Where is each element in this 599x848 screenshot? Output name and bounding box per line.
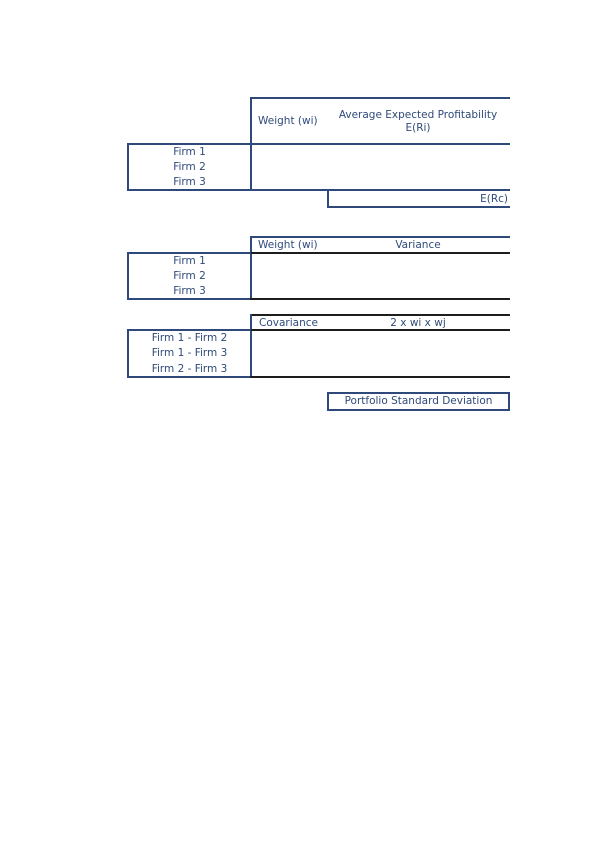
header-left-border — [250, 97, 252, 145]
header-left-border — [250, 236, 252, 300]
header-top-border — [250, 314, 510, 316]
profitability-column-subheader: E(Ri) — [405, 122, 431, 134]
variance-column-header: Variance — [395, 239, 441, 251]
firm-box-left-border — [127, 252, 129, 300]
result-box-left-border — [327, 189, 329, 208]
firm-pair-row-label: Firm 1 - Firm 2 — [151, 332, 228, 344]
portfolio-std-dev-box: Portfolio Standard Deviation — [327, 392, 510, 411]
firm-row-label: Firm 2 — [173, 161, 206, 173]
table-bottom-border — [250, 298, 510, 300]
firm-row-label: Firm 3 — [173, 285, 206, 297]
header-bottom-border — [250, 252, 510, 254]
firm-pair-row-label: Firm 2 - Firm 3 — [151, 363, 228, 375]
header-top-border — [250, 97, 510, 99]
firm-row-label: Firm 3 — [173, 176, 206, 188]
profitability-column-header: Average Expected Profitability — [338, 109, 498, 121]
weight-column-header: Weight (wi) — [258, 115, 318, 127]
header-bottom-border — [127, 143, 510, 145]
portfolio-std-dev-label: Portfolio Standard Deviation — [344, 395, 493, 407]
firm-box-bottom-border — [127, 189, 510, 191]
firm-box-left-border — [127, 143, 129, 191]
header-left-border — [250, 314, 252, 378]
firm-box-bottom-border — [127, 298, 251, 300]
factor-column-header: 2 x wi x wj — [390, 317, 446, 329]
firm-row-label: Firm 1 — [173, 255, 206, 267]
header-bottom-border — [250, 329, 510, 331]
weight-column-header: Weight (wi) — [258, 239, 318, 251]
firm-box-top-border — [127, 252, 251, 254]
firm-pair-row-label: Firm 1 - Firm 3 — [151, 347, 228, 359]
firm-box-top-border — [127, 329, 251, 331]
table-bottom-border — [250, 376, 510, 378]
firm-box-right-border — [250, 143, 252, 191]
header-top-border — [250, 236, 510, 238]
result-box-bottom-border — [327, 206, 510, 208]
firm-box-bottom-border — [127, 376, 251, 378]
firm-row-label: Firm 1 — [173, 146, 206, 158]
firm-box-left-border — [127, 329, 129, 378]
firm-row-label: Firm 2 — [173, 270, 206, 282]
covariance-column-header: Covariance — [259, 317, 318, 329]
expected-return-label: E(Rc) — [480, 193, 508, 205]
